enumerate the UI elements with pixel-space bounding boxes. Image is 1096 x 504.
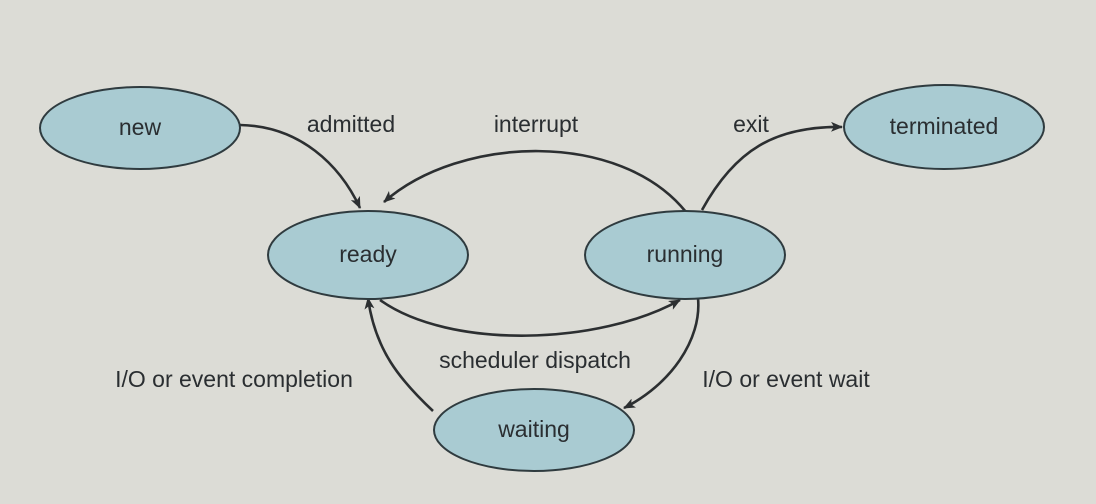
state-terminated-shape [843,84,1045,170]
label-scheduler-dispatch: scheduler dispatch [439,347,631,373]
state-ready: ready [267,210,469,300]
label-interrupt: interrupt [494,111,579,137]
state-ready-label: ready [339,241,397,267]
state-waiting: waiting [433,388,635,472]
label-io-event-wait: I/O or event wait [702,366,870,392]
edge-scheduler-dispatch [379,298,681,337]
state-terminated: terminated [843,84,1045,170]
state-ready-shape [267,210,469,300]
label-io-event-completion: I/O or event completion [115,366,353,392]
state-new: new [39,86,241,170]
state-terminated-label: terminated [890,113,999,139]
state-running-shape [584,210,786,300]
label-exit: exit [733,111,769,137]
edge-io-event-completion [364,297,434,412]
state-waiting-shape [433,388,635,472]
label-admitted: admitted [307,111,395,137]
edge-interrupt [383,149,688,213]
edge-admitted [239,123,362,209]
state-new-label: new [119,114,162,140]
state-running: running [584,210,786,300]
state-waiting-label: waiting [497,416,570,442]
state-new-shape [39,86,241,170]
state-running-label: running [647,241,724,267]
edge-io-event-wait [623,297,700,410]
edge-exit [700,121,843,211]
